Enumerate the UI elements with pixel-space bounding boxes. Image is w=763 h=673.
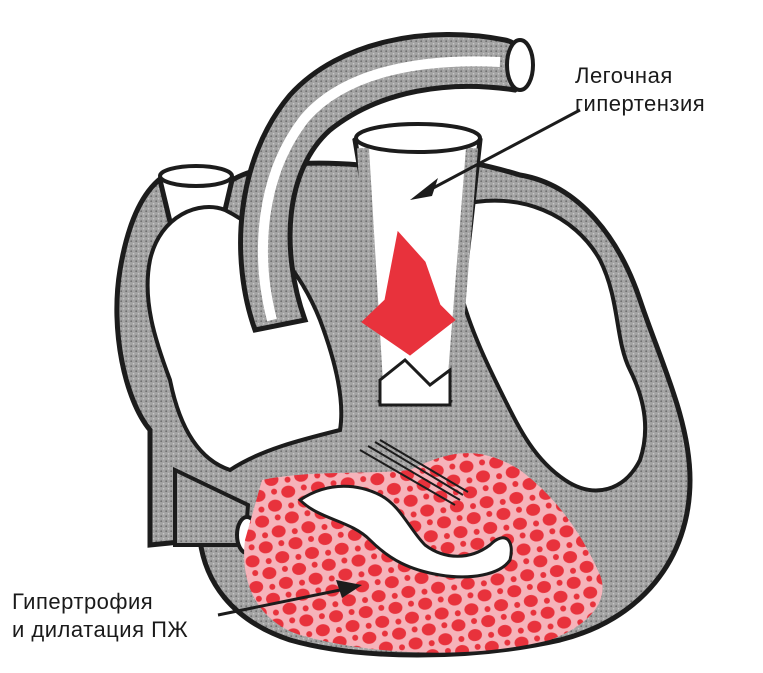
pulmonary-label-line2: гипертензия — [575, 90, 760, 118]
vena-cava-opening — [160, 166, 232, 186]
pulmonary-opening — [356, 124, 480, 152]
rv-label-line1: Гипертрофия — [12, 588, 262, 616]
rv-label-line2: и дилатация ПЖ — [12, 616, 262, 644]
pulmonary-label-line1: Легочная — [575, 62, 760, 90]
pulmonary-hypertension-label: Легочная гипертензия — [575, 62, 760, 118]
rv-hypertrophy-label: Гипертрофия и дилатация ПЖ — [12, 588, 262, 644]
